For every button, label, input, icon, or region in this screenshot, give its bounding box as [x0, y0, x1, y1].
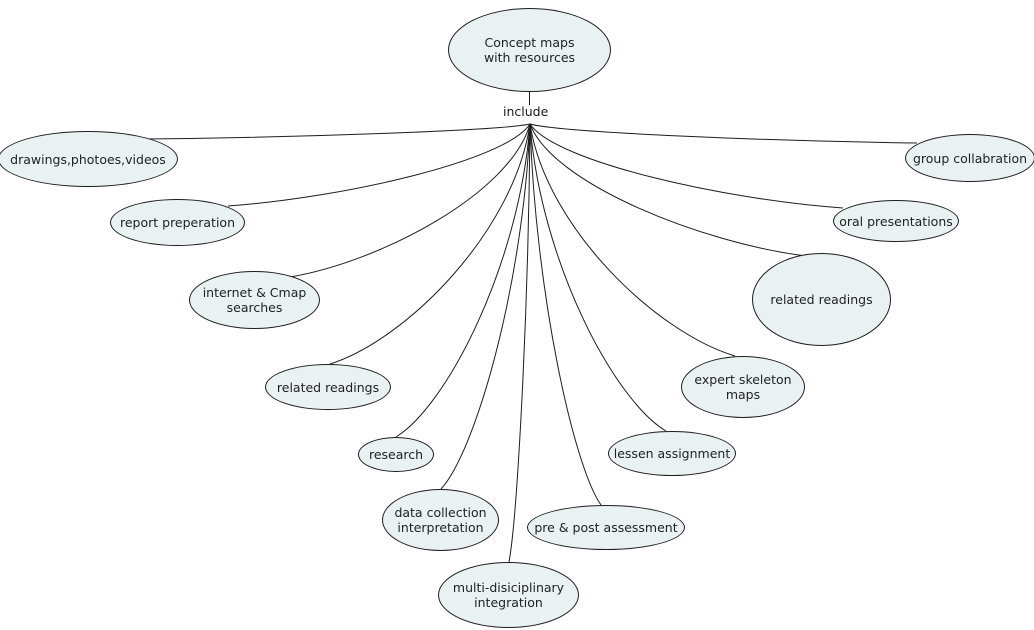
- edge-include-to-pre-post-assessment: [529, 123, 602, 506]
- node-related-readings-left[interactable]: related readings: [265, 364, 391, 410]
- node-lessen-assignment[interactable]: lessen assignment: [608, 431, 736, 476]
- edge-include-to-multi-disiciplinary-integration: [508, 123, 531, 563]
- node-pre-post-assessment[interactable]: pre & post assessment: [527, 505, 685, 550]
- node-research[interactable]: research: [358, 437, 434, 472]
- edge-include-to-related-readings-left: [329, 123, 531, 365]
- node-related-readings-right[interactable]: related readings: [752, 253, 891, 346]
- edge-include-to-expert-skeleton-maps: [529, 123, 736, 357]
- node-report-preperation[interactable]: report preperation: [110, 199, 245, 246]
- node-group-collabration[interactable]: group collabration: [905, 134, 1034, 182]
- edge-include-to-data-collection-interpretation: [440, 123, 531, 490]
- edge-include-to-internet-cmap-searches: [289, 123, 531, 278]
- edge-include-to-research: [395, 123, 531, 438]
- edge-include-to-oral-presentations: [529, 123, 844, 209]
- edge-include-to-lessen-assignment: [529, 123, 667, 432]
- node-internet-cmap-searches[interactable]: internet & Cmap searches: [189, 271, 320, 329]
- edge-include-to-group-collabration: [529, 123, 918, 144]
- node-data-collection-interpretation[interactable]: data collection interpretation: [382, 489, 499, 551]
- edge-include-to-related-readings-right: [529, 123, 807, 257]
- node-multi-disiciplinary-integration[interactable]: multi-disiciplinary integration: [438, 562, 579, 628]
- edge-include-to-report-preperation: [227, 123, 531, 207]
- node-expert-skeleton-maps[interactable]: expert skeleton maps: [681, 356, 805, 418]
- node-root[interactable]: Concept maps with resources: [448, 8, 611, 92]
- node-oral-presentations[interactable]: oral presentations: [833, 200, 959, 242]
- edge-include-to-drawings-photoes-videos: [145, 123, 531, 140]
- node-drawings-photoes-videos[interactable]: drawings,photoes,videos: [0, 131, 178, 187]
- link-label-include: include: [500, 105, 552, 119]
